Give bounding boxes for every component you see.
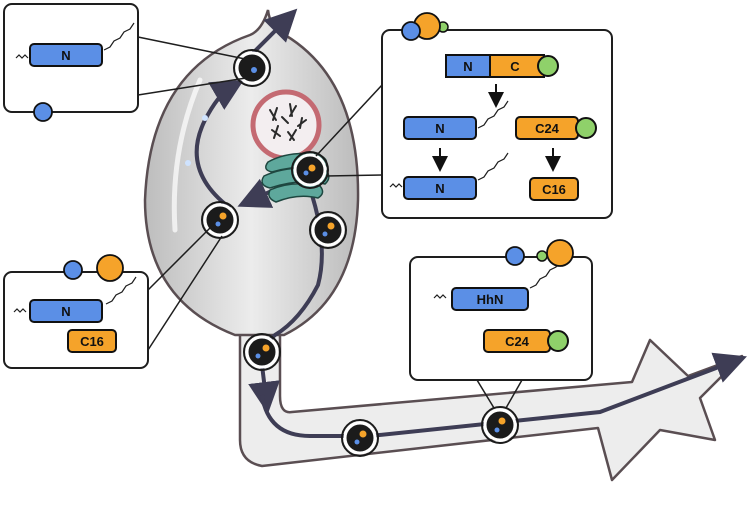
vesicle-icon [309, 211, 347, 249]
hhn-label: HhN [477, 292, 504, 307]
green-domain-icon [547, 330, 569, 352]
vesicle-icon [243, 333, 281, 371]
c24-label: C24 [505, 334, 530, 349]
n-domain-label: N [435, 181, 444, 196]
callout-connectors [137, 36, 523, 409]
c-domain-label: C [510, 59, 520, 74]
n-domain-block [29, 299, 103, 323]
vesicle-icon [341, 419, 379, 457]
hhn-domain-block [451, 287, 529, 311]
green-domain-icon [536, 250, 548, 262]
cholesterol-tail-icon [103, 22, 135, 51]
c16-domain-block [67, 329, 117, 353]
vesicle-icon [233, 49, 271, 87]
n-domain-label: N [463, 59, 472, 74]
blue-domain-icon [505, 246, 525, 266]
green-domain-icon [537, 55, 559, 77]
n-domain-label: N [61, 304, 70, 319]
blue-domain-icon [401, 21, 421, 41]
cholesterol-tail-icon [477, 100, 509, 129]
cholesterol-tail-icon [477, 152, 509, 181]
vesicle-icon [201, 201, 239, 239]
green-domain-icon [575, 117, 597, 139]
cholesterol-tail-icon [529, 260, 561, 289]
lipid-tail-icon [15, 54, 29, 59]
n-domain-block [403, 176, 477, 200]
n-domain-block [29, 43, 103, 67]
lipid-tail-icon [13, 308, 27, 313]
orange-domain-icon [546, 239, 574, 267]
c24-label: C24 [535, 121, 560, 136]
callout-box-bottom-right [409, 256, 593, 381]
c16-domain-block [529, 177, 579, 201]
n-domain-label: N [61, 48, 70, 63]
c16-label: C16 [80, 334, 104, 349]
vesicle-icon [481, 406, 519, 444]
vesicle-icon [291, 151, 329, 189]
blue-domain-icon [63, 260, 83, 280]
n-domain-label: N [435, 121, 444, 136]
blue-domain-icon [33, 102, 53, 122]
nucleus-icon [250, 89, 322, 161]
lipid-tail-icon [389, 183, 403, 188]
n-domain-block [403, 116, 477, 140]
lipid-tail-icon [433, 294, 447, 299]
cholesterol-tail-icon [105, 276, 137, 305]
orange-domain-icon [96, 254, 124, 282]
c16-label: C16 [542, 182, 566, 197]
